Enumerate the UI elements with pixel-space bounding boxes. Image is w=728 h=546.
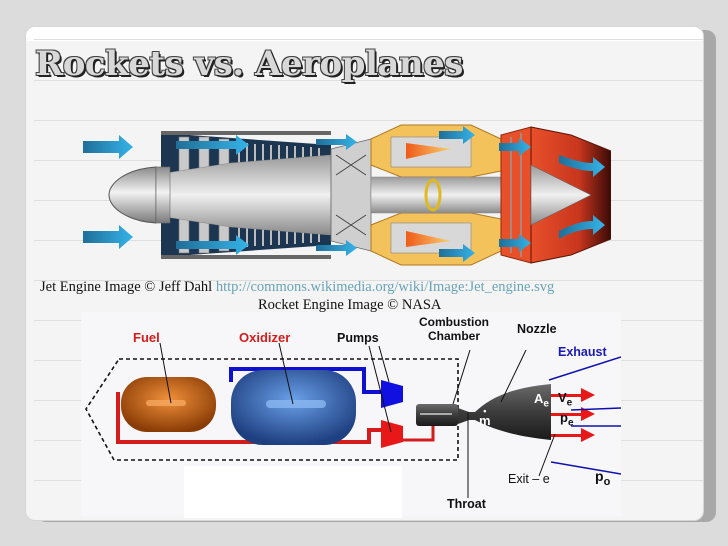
exit-area-subscript: e: [543, 398, 549, 410]
ambient-pressure-symbol: p: [595, 468, 604, 484]
jet-image-credit: Jet Engine Image © Jeff Dahl http://comm…: [40, 279, 554, 296]
exit-velocity-symbol: V: [558, 390, 567, 405]
exit-pressure-symbol: p: [560, 410, 568, 425]
ruled-line: [34, 80, 703, 81]
exit-pressure-label: pe: [560, 410, 574, 429]
jet-image-source-link[interactable]: http://commons.wikimedia.org/wiki/Image:…: [215, 279, 555, 295]
mass-flow-label: •m: [479, 406, 491, 428]
slide-title: Rockets vs. Aeroplanes: [35, 44, 463, 84]
ambient-pressure-label: po: [595, 468, 610, 488]
ruled-line: [34, 39, 703, 40]
oxidizer-label: Oxidizer: [239, 330, 291, 345]
blank-area: [184, 466, 402, 518]
exit-velocity-subscript: e: [566, 397, 573, 409]
fuel-label: Fuel: [133, 330, 160, 345]
fuel-pump: [381, 420, 403, 448]
ruled-line: [34, 120, 703, 121]
jet-engine-image: [83, 124, 611, 266]
rocket-engine-diagram: [85, 342, 622, 498]
exit-pressure-subscript: e: [567, 417, 574, 429]
slide-header-band: [26, 27, 703, 41]
combustion-label-line1: Combustion: [419, 315, 489, 329]
exit-velocity-label: Ve: [558, 390, 572, 409]
nozzle: [458, 384, 551, 440]
combustion-label-line2: Chamber: [427, 329, 480, 343]
jet-credit-text: Jet Engine Image © Jeff Dahl: [40, 279, 216, 295]
ambient-pressure-subscript: o: [603, 475, 611, 488]
ruled-line: [34, 280, 703, 281]
pumps-label: Pumps: [337, 331, 379, 345]
slide: Rockets vs. Aeroplanes: [25, 26, 704, 521]
nozzle-label: Nozzle: [517, 322, 557, 336]
combustion-chamber-label: Combustion Chamber: [419, 315, 489, 343]
throat-label: Throat: [447, 497, 486, 511]
mass-flow-symbol: m: [479, 413, 491, 428]
exit-label: Exit – e: [508, 472, 550, 486]
rocket-image-credit: Rocket Engine Image © NASA: [258, 297, 442, 313]
exit-area-symbol: A: [534, 391, 544, 406]
exit-area-label: Ae: [534, 391, 549, 410]
exhaust-label: Exhaust: [558, 345, 607, 359]
oxidizer-pump: [381, 380, 403, 408]
